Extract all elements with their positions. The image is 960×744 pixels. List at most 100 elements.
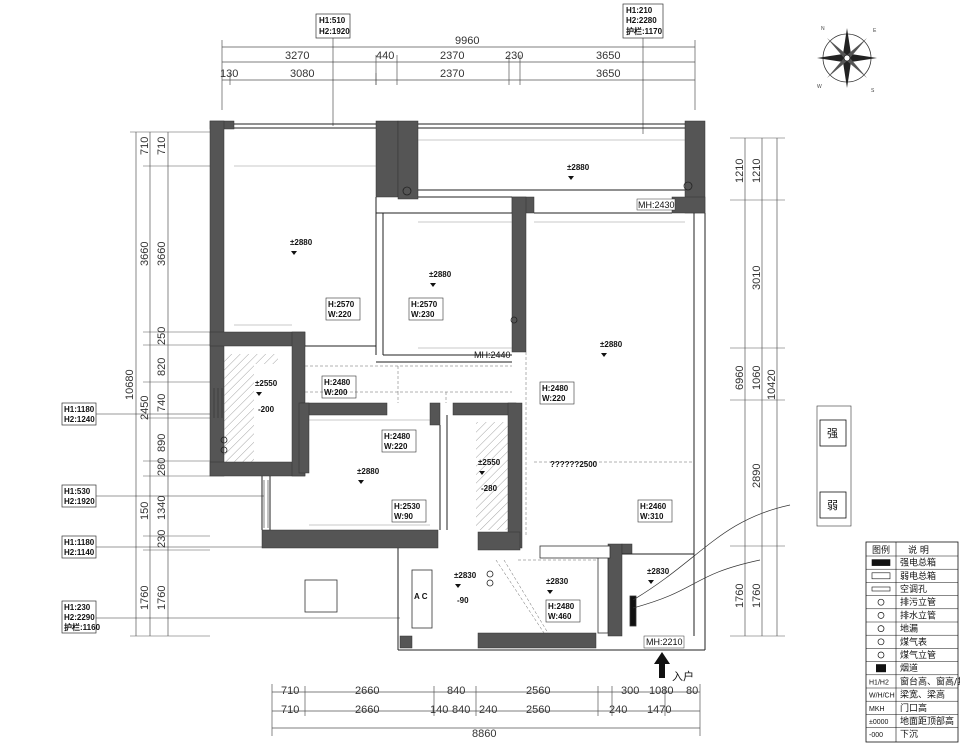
door-height-entry: MH:2210	[646, 637, 683, 647]
dim-bot-r2-g: 240	[609, 704, 627, 716]
window-tag-left-1: H1:1180 H2:1240	[61, 402, 215, 426]
svg-text:H2:1920: H2:1920	[64, 497, 95, 506]
svg-text:H2:2290: H2:2290	[64, 613, 95, 622]
dashed-lines	[305, 352, 694, 634]
legend-row-label: 排水立管	[900, 609, 936, 621]
svg-text:H:2480: H:2480	[542, 384, 569, 393]
dim-top-r2-d: 3650	[596, 68, 620, 80]
level-living: ±2880	[600, 340, 623, 349]
svg-text:H1:530: H1:530	[64, 487, 91, 496]
dim-bot-r1-g: 80	[686, 685, 698, 697]
dim-left-b: 3660	[139, 242, 151, 266]
legend-row-label: 梁宽、梁高	[900, 689, 945, 701]
level-markers: ±2880 ±2880 ±2880 ±2880 ±2880 ±2550-200 …	[255, 163, 670, 605]
weak-box-icon	[871, 572, 891, 580]
dim-bot-r2-a: 710	[281, 704, 299, 716]
compass-label-e: E	[873, 28, 877, 34]
legend-symbol-text: H1/H2	[869, 679, 889, 686]
svg-text:W:90: W:90	[394, 512, 414, 521]
legend-row-label: 强电总箱	[900, 557, 936, 569]
dim-bot-r1-c: 840	[447, 685, 465, 697]
legend-row-label: 窗台高、窗高/其	[900, 675, 960, 687]
dim-top-r2-b: 3080	[290, 68, 314, 80]
dim-right-e: 3010	[751, 266, 763, 290]
pipe-shafts	[220, 181, 693, 587]
level-bedroom-2: ±2880	[429, 270, 452, 279]
dim-top-r1-b: 440	[376, 50, 394, 62]
dim-top-r1-a: 3270	[285, 50, 309, 62]
svg-text:W:200: W:200	[324, 388, 348, 397]
room-objects	[304, 545, 637, 634]
dim-left-j: 740	[156, 394, 168, 412]
svg-text:-90: -90	[457, 596, 469, 605]
dim-bot-r2-f: 2560	[526, 704, 550, 716]
legend: 图例 说 明 强电总箱弱电总箱空调孔排污立管排水立管地漏煤气表煤气立管烟道H1/…	[865, 541, 960, 743]
dim-left-k: 890	[156, 434, 168, 452]
ceiling-note: ??????2500	[550, 460, 598, 469]
dim-right-f: 1060	[751, 366, 763, 390]
dim-bot-r1-a: 710	[281, 685, 299, 697]
dim-top-r2-c: 2370	[440, 68, 464, 80]
dim-left-a: 710	[139, 137, 151, 155]
flue-icon	[876, 664, 886, 673]
level-bedroom-1: ±2880	[290, 238, 313, 247]
window-tag-left-2: H1:530 H2:1920	[61, 484, 264, 508]
level-foyer: ±2830	[647, 567, 670, 576]
svg-text:H2:1140: H2:1140	[64, 548, 95, 557]
compass-label-s: S	[871, 88, 875, 94]
legend-symbol-text: -000	[869, 732, 883, 739]
dim-top-r1-d: 230	[505, 50, 523, 62]
window-tag-left-3: H1:1180 H2:1140	[61, 535, 262, 559]
hatch-area-small-a	[254, 354, 278, 364]
level-bath-left: ±2550	[255, 379, 278, 388]
svg-text:H2:1920: H2:1920	[319, 27, 350, 36]
svg-text:-200: -200	[258, 405, 275, 414]
level-bath-right: ±2550	[478, 458, 501, 467]
dim-bot-total: 8860	[472, 728, 496, 740]
dim-bot-r2-h: 1470	[647, 704, 671, 716]
door-height-bedroom2: MH:2440	[474, 350, 511, 360]
interior-small-dims	[234, 139, 685, 526]
svg-text:W:220: W:220	[542, 394, 566, 403]
entrance-arrow-icon	[654, 652, 670, 678]
window-tag-top-right: H1:210 H2:2280 护栏:1170	[622, 3, 664, 134]
svg-text:H1:230: H1:230	[64, 603, 91, 612]
drain-icon	[877, 612, 885, 619]
svg-text:W:220: W:220	[328, 310, 352, 319]
compass-label-n: N	[821, 26, 825, 32]
strong-box-label: 强	[827, 427, 838, 440]
electrical-panel: 强 弱	[632, 405, 852, 609]
legend-header-symbol: 图例	[872, 544, 890, 556]
dim-left-m: 1340	[156, 496, 168, 520]
dim-top-r1-c: 2370	[440, 50, 464, 62]
legend-row-label: 烟道	[900, 662, 918, 674]
dim-left-o: 1760	[156, 586, 168, 610]
legend-row-label: 门口高	[900, 702, 927, 714]
entrance-label: 入户	[672, 669, 694, 683]
compass-label-w: W	[817, 84, 822, 90]
svg-text:W:230: W:230	[411, 310, 435, 319]
dim-top-total: 9960	[455, 35, 479, 47]
dim-bot-r2-d: 840	[452, 704, 470, 716]
dim-right-total: 10420	[766, 369, 778, 400]
dim-left-l: 280	[156, 458, 168, 476]
level-entry: ±2830	[546, 577, 569, 586]
svg-text:护栏:1170: 护栏:1170	[626, 26, 663, 36]
dim-right-h: 1760	[751, 584, 763, 608]
legend-row-label: 地面距顶部高	[900, 715, 954, 727]
svg-text:H:2570: H:2570	[328, 300, 355, 309]
window-tag-top-left: H1:510 H2:1920	[315, 13, 351, 126]
dim-left-e: 1760	[139, 586, 151, 610]
legend-symbol-text: W/H/CH	[869, 693, 895, 700]
drain-icon	[877, 625, 885, 632]
svg-text:H:2480: H:2480	[548, 602, 575, 611]
svg-text:H:2480: H:2480	[324, 378, 351, 387]
windows	[213, 388, 269, 528]
ac-label: A C	[414, 592, 428, 601]
window-tag-left-4: H1:230 H2:2290 护栏:1160	[61, 600, 400, 634]
